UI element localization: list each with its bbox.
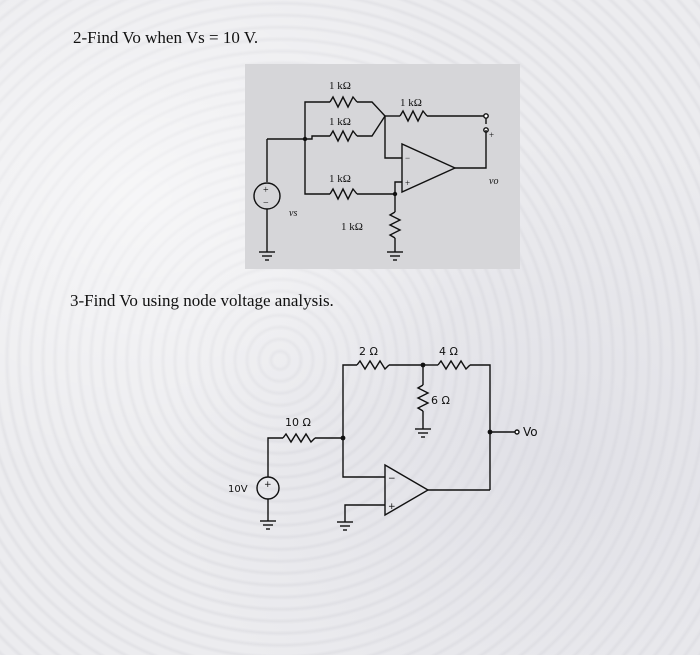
label-r-10: 10 Ω xyxy=(285,416,311,429)
resistor-lower xyxy=(329,187,358,201)
resistor-middle xyxy=(329,129,358,143)
label-r-6: 6 Ω xyxy=(431,394,450,407)
problem-3-title: 3-Find Vo using node voltage analysis. xyxy=(70,291,334,310)
wire-4-to-output xyxy=(470,364,491,490)
label-source-minus: − xyxy=(263,198,269,209)
resistor-ground xyxy=(388,211,402,239)
label-output-2: Vo xyxy=(523,425,538,439)
label-r-ground: 1 kΩ xyxy=(341,221,363,233)
wire-noninverting-ground xyxy=(344,504,385,522)
wire-to-noninverting xyxy=(357,181,402,195)
wire-mid-left xyxy=(305,135,330,140)
label-r-4: 4 Ω xyxy=(439,345,458,358)
op-amp-2 xyxy=(384,463,430,517)
resistor-4 xyxy=(437,359,471,371)
label-opamp-minus: − xyxy=(405,153,410,163)
resistor-2 xyxy=(356,359,390,371)
label-output-plus: + xyxy=(489,130,494,140)
label-r-top: 1 kΩ xyxy=(329,80,351,92)
label-source-plus: + xyxy=(263,185,269,196)
wire-lower-left xyxy=(304,139,330,195)
wire-opamp-output xyxy=(455,130,487,169)
node-left xyxy=(302,136,308,142)
label-opamp2-plus: + xyxy=(388,502,396,512)
wire-mid-right xyxy=(357,115,386,137)
node-output xyxy=(487,429,493,435)
wire-source-up xyxy=(267,437,283,477)
wire-to-inverting-input xyxy=(384,116,402,159)
resistor-right xyxy=(399,109,428,123)
label-r-2: 2 Ω xyxy=(359,345,378,358)
label-source-2-plus: + xyxy=(264,480,272,490)
wire-top-right xyxy=(357,101,386,117)
label-r-lower: 1 kΩ xyxy=(329,173,351,185)
node-bottom xyxy=(392,191,398,197)
node-input xyxy=(340,435,346,441)
wire-to-inverting xyxy=(342,438,385,478)
circuit-1-background xyxy=(245,64,520,269)
op-amp xyxy=(401,142,457,194)
circuit-diagram-2: 2 Ω 4 Ω 6 Ω 10 Ω 10V + Vo − + xyxy=(228,345,538,531)
label-opamp-plus: + xyxy=(405,178,410,188)
circuit-diagram-1: 1 kΩ 1 kΩ 1 kΩ 1 kΩ 1 kΩ + − vs + vo − + xyxy=(245,64,520,269)
node-middle xyxy=(420,362,426,368)
output-terminal xyxy=(514,429,520,435)
resistor-10 xyxy=(282,432,316,444)
label-opamp2-minus: − xyxy=(388,474,396,484)
label-source: vs xyxy=(289,208,297,219)
resistor-top xyxy=(329,95,358,109)
label-r-middle: 1 kΩ xyxy=(329,116,351,128)
problem-2-title: 2-Find Vo when Vs = 10 V. xyxy=(73,28,259,47)
wire-node-up xyxy=(342,364,357,438)
output-terminal-top xyxy=(483,113,489,119)
label-source-2: 10V xyxy=(228,484,248,495)
label-output: vo xyxy=(489,176,498,187)
label-r-right: 1 kΩ xyxy=(400,97,422,109)
wire-top-left xyxy=(304,101,330,139)
resistor-6 xyxy=(416,384,430,412)
